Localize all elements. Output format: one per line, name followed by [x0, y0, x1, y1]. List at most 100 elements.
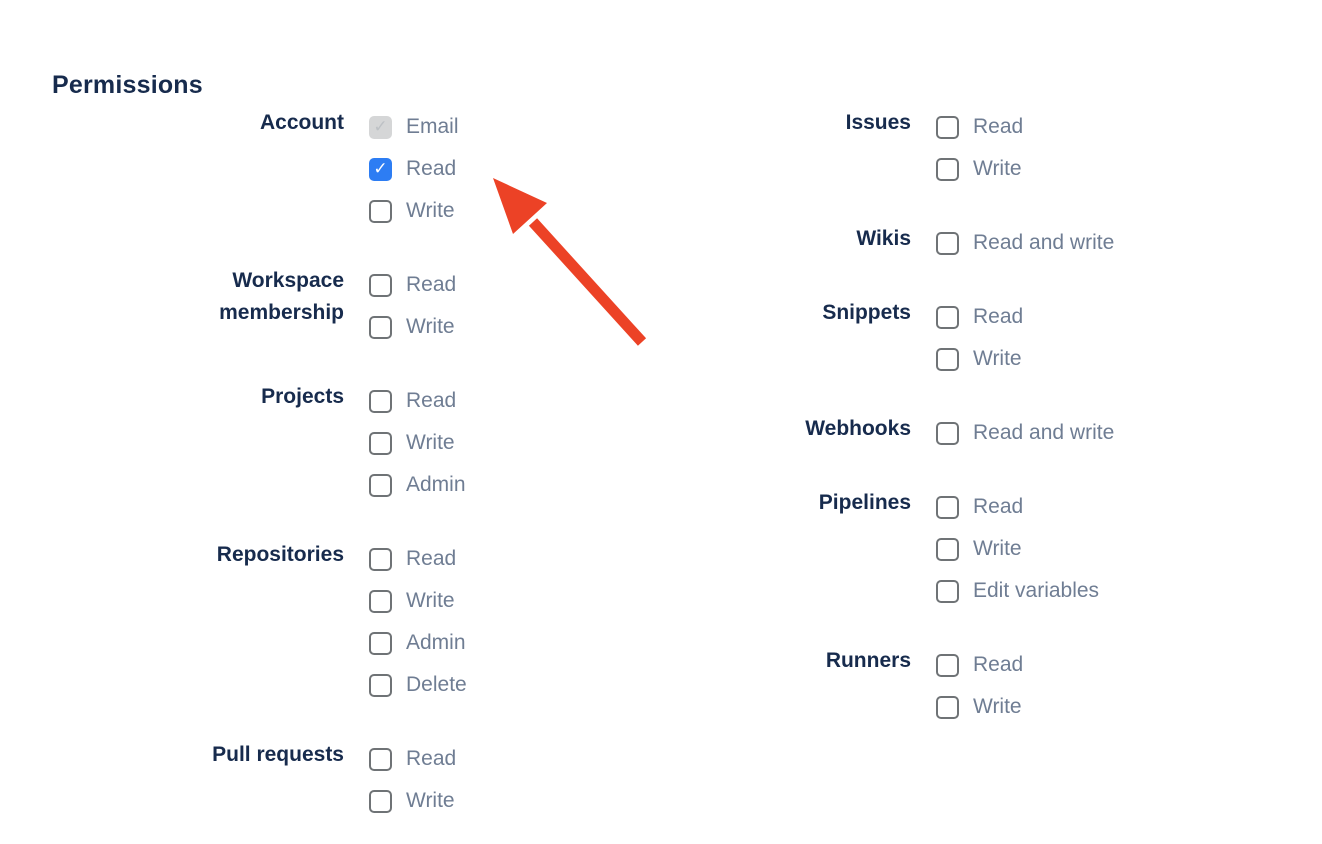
checkbox-label: Write: [406, 589, 455, 612]
checkbox-issues-read[interactable]: [936, 115, 959, 139]
checkbox-label: Write: [406, 431, 455, 454]
checkbox-pipelines-write[interactable]: [936, 537, 959, 561]
checkbox-repositories-admin[interactable]: [369, 631, 392, 655]
permission-row-pipelines-write: Write: [936, 528, 1099, 570]
group-label-text: Runners: [825, 649, 911, 672]
check-icon: ✓: [373, 116, 388, 137]
checkbox-label: Read: [973, 115, 1024, 138]
permission-row-runners-read: Read: [936, 644, 1023, 686]
group-label-repositories: Repositories: [52, 538, 344, 706]
checkbox-label: Admin: [406, 631, 466, 654]
permission-row-pipelines-edit-variables: Edit variables: [936, 570, 1099, 612]
checkbox-runners-write[interactable]: [936, 695, 959, 719]
permission-row-snippets-write: Write: [936, 338, 1023, 380]
permission-row-repositories-admin: Admin: [369, 622, 467, 664]
permission-row-account-email: ✓ Email: [369, 106, 459, 148]
permission-row-projects-read: Read: [369, 380, 466, 422]
checkbox-projects-read[interactable]: [369, 389, 392, 413]
permission-row-webhooks-read-and-write: Read and write: [936, 412, 1114, 454]
checkbox-pull-requests-write[interactable]: [369, 789, 392, 813]
group-label-text: Workspace membership: [219, 269, 344, 324]
permission-row-pull-requests-read: Read: [369, 738, 456, 780]
permission-row-projects-admin: Admin: [369, 464, 466, 506]
group-label-runners: Runners: [620, 644, 911, 728]
permission-group-webhooks: Webhooks Read and write: [620, 412, 1260, 454]
checkbox-issues-write[interactable]: [936, 157, 959, 181]
group-label-wikis: Wikis: [620, 222, 911, 264]
checkbox-repositories-read[interactable]: [369, 547, 392, 571]
group-items: Read and write: [936, 412, 1114, 454]
checkbox-pull-requests-read[interactable]: [369, 747, 392, 771]
group-label-text: Wikis: [856, 227, 911, 250]
check-icon: ✓: [373, 158, 388, 179]
permission-row-repositories-delete: Delete: [369, 664, 467, 706]
permission-row-issues-write: Write: [936, 148, 1023, 190]
checkbox-pipelines-edit-variables[interactable]: [936, 579, 959, 603]
permission-row-snippets-read: Read: [936, 296, 1023, 338]
checkbox-snippets-read[interactable]: [936, 305, 959, 329]
checkbox-label: Write: [406, 199, 455, 222]
checkbox-snippets-write[interactable]: [936, 347, 959, 371]
checkbox-label: Read: [406, 389, 457, 412]
group-label-text: Projects: [261, 385, 344, 408]
group-label-text: Pull requests: [212, 743, 344, 766]
checkbox-label: Edit variables: [973, 579, 1100, 602]
checkbox-runners-read[interactable]: [936, 653, 959, 677]
group-label-pipelines: Pipelines: [620, 486, 911, 612]
checkbox-label: Write: [973, 695, 1022, 718]
checkbox-label: Write: [973, 537, 1022, 560]
checkbox-projects-write[interactable]: [369, 431, 392, 455]
checkbox-label: Read and write: [973, 421, 1115, 444]
checkbox-wikis-read-and-write[interactable]: [936, 231, 959, 255]
checkbox-webhooks-read-and-write[interactable]: [936, 421, 959, 445]
permission-row-repositories-read: Read: [369, 538, 467, 580]
permission-row-account-read: ✓Read: [369, 148, 459, 190]
permission-row-workspace-membership-write: Write: [369, 306, 456, 348]
permission-row-issues-read: Read: [936, 106, 1023, 148]
checkbox-workspace-membership-read[interactable]: [369, 273, 392, 297]
checkbox-pipelines-read[interactable]: [936, 495, 959, 519]
group-label-issues: Issues: [620, 106, 911, 190]
checkbox-projects-admin[interactable]: [369, 473, 392, 497]
checkbox-account-read[interactable]: ✓: [369, 157, 392, 181]
permission-row-workspace-membership-read: Read: [369, 264, 456, 306]
checkbox-repositories-delete[interactable]: [369, 673, 392, 697]
checkbox-repositories-write[interactable]: [369, 589, 392, 613]
checkbox-label: Write: [406, 315, 455, 338]
group-label-text: Snippets: [822, 301, 911, 324]
group-label-text: Webhooks: [805, 417, 911, 440]
group-label-text: Pipelines: [818, 491, 911, 514]
checkbox-account-write[interactable]: [369, 199, 392, 223]
group-label-snippets: Snippets: [620, 296, 911, 380]
checkbox-label: Read: [973, 305, 1024, 328]
checkbox-label: Read: [973, 653, 1024, 676]
permission-row-projects-write: Write: [369, 422, 466, 464]
group-label-pull-requests: Pull requests: [52, 738, 344, 822]
checkbox-label: Read: [406, 547, 457, 570]
group-label-webhooks: Webhooks: [620, 412, 911, 454]
group-label-text: Repositories: [216, 543, 344, 566]
group-label-account: Account: [52, 106, 344, 232]
checkbox-label: Read: [973, 495, 1024, 518]
checkbox-workspace-membership-write[interactable]: [369, 315, 392, 339]
group-label-text: Account: [260, 111, 344, 134]
permission-row-pipelines-read: Read: [936, 486, 1099, 528]
checkbox-label: Email: [406, 115, 459, 138]
